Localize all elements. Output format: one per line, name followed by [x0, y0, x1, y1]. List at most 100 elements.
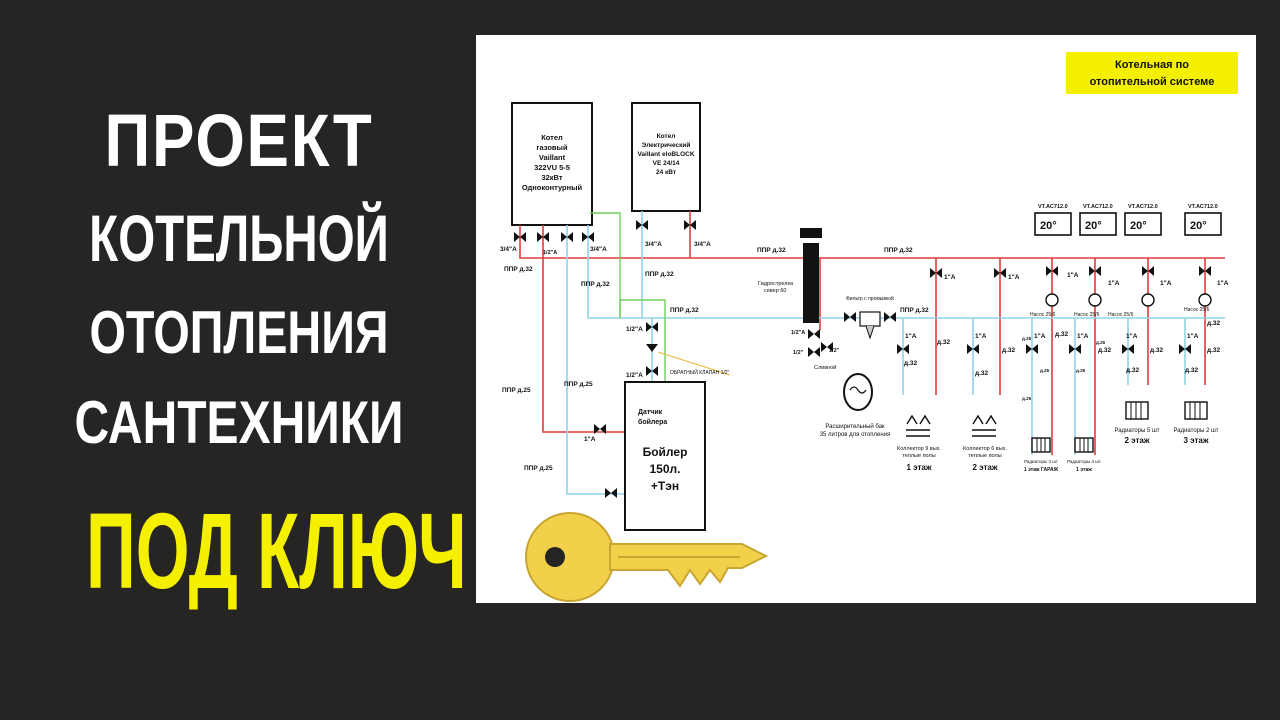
thermostat-4-display: 20°: [1190, 220, 1207, 232]
gas-boiler-line1: Котел: [541, 133, 563, 142]
gas-boiler-line4: 322VU 5-5: [534, 163, 570, 172]
headline-boiler-room: КОТЕЛЬНОЙ: [89, 201, 389, 275]
label-ppr32-7: ППР д.32: [900, 307, 929, 314]
label-v12b-2: 1/2": [829, 348, 840, 354]
thermostat-4: VT.AC712.0 20°: [1184, 204, 1222, 236]
label-v1-3: 1"А: [1067, 272, 1079, 279]
thermostat-2-label: VT.AC712.0: [1083, 204, 1113, 210]
collector1-line1: Коллектор 9 вых.: [897, 446, 941, 452]
el-boiler-line5: 24 кВт: [656, 169, 676, 176]
label-v1-11: 1"А: [1126, 333, 1138, 340]
label-v1-8: 1"А: [975, 333, 987, 340]
label-d25-2: д.25: [1022, 396, 1032, 401]
label-ppr25-3: ППР д.25: [524, 465, 553, 472]
title-line1: Котельная по: [1115, 59, 1189, 71]
headline-project: ПРОЕКТ: [104, 99, 374, 182]
pump-2-label: Насос 25/6: [1074, 312, 1100, 318]
label-d25-1: д.25: [1022, 336, 1032, 341]
sensor-line1: Датчик: [638, 409, 663, 416]
floor2-label: 2 этаж: [972, 463, 997, 472]
collector1-line2: теплые полы: [902, 453, 935, 459]
thermostat-3: VT.AC712.0 20°: [1124, 204, 1162, 236]
label-v1-0: 1"А: [584, 436, 596, 443]
pump-2: Насос 25/6: [1074, 293, 1102, 318]
sensor-wires: [590, 212, 666, 428]
floor3-label: 3 этаж: [1183, 436, 1208, 445]
label-v1-4: 1"А: [1108, 280, 1120, 287]
el-boiler-line2: Электрический: [642, 141, 691, 149]
label-v1-9: 1"А: [1034, 333, 1046, 340]
supply-pipes: [519, 211, 1225, 455]
label-v1-6: 1"А: [1217, 280, 1229, 287]
radiator-floor3: Радиаторы 2 шт 3 этаж: [1173, 401, 1219, 445]
tank-line2: 150л.: [650, 462, 681, 476]
label-d25-5: д.25: [1096, 340, 1106, 345]
gas-boiler-line2: газовый: [536, 143, 568, 152]
hydraulic-separator: Гидрострелка север 60: [758, 228, 822, 323]
gas-boiler-line5: 32кВт: [541, 173, 562, 182]
label-d32-10: д.32: [1126, 367, 1140, 374]
label-v1-7: 1"А: [905, 333, 917, 340]
label-v1-12: 1"А: [1187, 333, 1199, 340]
filter-label: Фильтр с промывкой: [846, 295, 894, 302]
label-d32-11: д.32: [1185, 367, 1199, 374]
label-d25-3: д.25: [1040, 368, 1050, 373]
label-v12-1: 1/2"А: [543, 250, 557, 256]
boiler-tank: Датчик бойлера Бойлер 150л. +Тэн: [624, 381, 706, 531]
pump-1: Насос 25/6: [1030, 293, 1059, 318]
thermostat-1-display: 20°: [1040, 220, 1057, 232]
expansion-tank: Расширительный бак 35 литров для отоплен…: [814, 364, 890, 438]
headline-heating: ОТОПЛЕНИЯ: [89, 299, 389, 366]
floor1-label: 1 этаж: [906, 463, 931, 472]
key-icon: [525, 512, 769, 602]
label-ppr32-5: ППР д.32: [884, 247, 913, 254]
pump-4-label: Насос 25/6: [1184, 307, 1210, 313]
collector2-line1: Коллектор 6 вых.: [963, 446, 1007, 452]
drain-label: Сливной: [814, 364, 836, 371]
pump-3: Насос 25/6: [1108, 293, 1155, 318]
label-v34-2: 3/4"А: [590, 246, 607, 253]
label-v34-4: 3/4"А: [694, 241, 711, 248]
label-ppr32-2: ППР д.32: [581, 281, 610, 288]
thermostat-1-label: VT.AC712.0: [1038, 204, 1068, 210]
exp-tank-line1: Расширительный бак: [825, 423, 885, 430]
el-boiler-line4: VE 24/14: [653, 160, 680, 167]
label-d32-4: д.32: [1098, 347, 1112, 354]
label-d32-7: д.32: [1207, 347, 1221, 354]
thermostat-2-display: 20°: [1085, 220, 1102, 232]
label-d32-2: д.32: [1002, 347, 1016, 354]
thermostat-3-label: VT.AC712.0: [1128, 204, 1158, 210]
label-ppr32-4: ППР д.32: [757, 247, 786, 254]
label-v12-2: 1/2"А: [626, 326, 643, 333]
pipe-labels: 3/4"А 1/2"А 3/4"А 3/4"А 3/4"А ППР д.32 П…: [500, 241, 1229, 472]
label-d32-1: д.32: [937, 339, 951, 346]
floor2b-label: 2 этаж: [1124, 436, 1149, 445]
rad-floor1-line1: Радиаторы 4 шт: [1067, 459, 1101, 464]
el-boiler-line3: Vaillant eloBLOCK: [637, 151, 694, 158]
collector-floor1: Коллектор 9 вых. теплые полы 1 этаж: [897, 414, 941, 472]
rad-floor2-label: Радиаторы 5 шт: [1114, 428, 1159, 434]
sensor-line2: бойлера: [638, 418, 667, 426]
label-v1-10: 1"А: [1077, 333, 1089, 340]
radiator-floor1: Радиаторы 4 шт 1 этаж: [1067, 437, 1101, 473]
check-valve-leader: [657, 351, 731, 376]
label-v12-3: 1/2"А: [626, 372, 643, 379]
label-d32-5: д.32: [1150, 347, 1164, 354]
hydro-arrow-line1: Гидрострелка: [758, 281, 794, 287]
gas-boiler: Котел газовый Vaillant 322VU 5-5 32кВт О…: [511, 102, 593, 226]
headline-plumbing: САНТЕХНИКИ: [74, 389, 404, 456]
valves: [514, 220, 1211, 498]
label-v34-3: 3/4"А: [645, 241, 662, 248]
label-ppr32-6: ППР д.32: [670, 307, 699, 314]
thermostat-1: VT.AC712.0 20°: [1034, 204, 1072, 236]
label-ppr32-1: ППР д.32: [504, 266, 533, 273]
radiator-garage: Радиаторы 3 шт 1 этаж ГАРАЖ: [1024, 437, 1059, 473]
gas-boiler-line6: Одноконтурный: [522, 183, 583, 192]
thermostat-2: VT.AC712.0 20°: [1079, 204, 1117, 236]
filter: Фильтр с промывкой: [846, 295, 894, 340]
rad-garage-line2: 1 этаж ГАРАЖ: [1024, 467, 1059, 473]
pump-1-label: Насос 25/6: [1030, 312, 1056, 318]
exp-tank-line2: 35 литров для отопления: [820, 432, 891, 438]
rad-floor1-line2: 1 этаж: [1076, 467, 1092, 473]
